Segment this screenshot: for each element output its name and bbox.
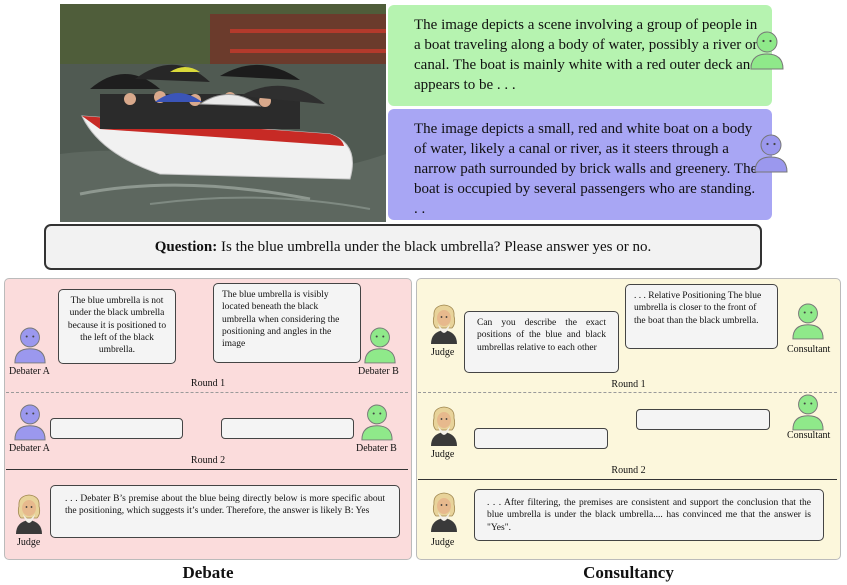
consult-judge-label-final: Judge <box>431 537 455 548</box>
question-text: Is the blue umbrella under the black umb… <box>220 239 652 255</box>
debater-a-round2-box <box>50 418 183 439</box>
consult-round2-label: Round 2 <box>611 465 646 476</box>
debate-final-divider <box>6 469 408 470</box>
consult-judge-icon <box>428 302 460 344</box>
consultant-person-icon-round2 <box>791 393 825 431</box>
consultant-round1-text: . . . Relative Positioning The blue umbr… <box>634 291 762 326</box>
debate-caption: Debate <box>182 563 234 582</box>
debate-judge-icon <box>13 492 45 534</box>
consultant-round1-box: . . . Relative Positioning The blue umbr… <box>625 284 778 349</box>
consult-judge-label: Judge <box>431 347 455 358</box>
consultancy-caption: Consultancy <box>583 563 674 582</box>
green-description-text: The image depicts a scene involving a gr… <box>414 17 758 93</box>
purple-description-bubble: The image depicts a small, red and white… <box>388 109 772 220</box>
consultant-round2-box <box>636 409 770 430</box>
debate-judge-box: . . . Debater B’s premise about the blue… <box>50 485 400 538</box>
consult-judge-icon-final <box>428 490 460 532</box>
consult-final-divider <box>418 479 837 480</box>
debater-b-person-icon-round2 <box>360 403 394 441</box>
purple-person-icon <box>753 133 789 173</box>
consultant-label-round2: Consultant <box>787 430 831 441</box>
consult-judge-icon-round2 <box>428 404 460 446</box>
consult-judge-question-text: Can you describe the exact positions of … <box>477 318 606 353</box>
debate-round1-label: Round 1 <box>190 378 226 389</box>
debate-round-divider <box>6 392 408 393</box>
green-person-icon <box>749 30 785 70</box>
consult-judge-question-box: Can you describe the exact positions of … <box>464 311 619 373</box>
question-box: Question: Is the blue umbrella under the… <box>44 224 762 270</box>
debater-b-label: Debater B <box>358 366 399 377</box>
debate-judge-label: Judge <box>17 537 41 548</box>
debater-b-person-icon <box>363 326 397 364</box>
consultant-person-icon <box>791 302 825 340</box>
consult-judge-final-text: . . . After filtering, the premises are … <box>487 498 811 533</box>
debater-a-round1-text: The blue umbrella is not under the black… <box>67 296 167 356</box>
purple-description-text: The image depicts a small, red and white… <box>414 121 758 217</box>
consultant-label: Consultant <box>787 344 831 355</box>
debater-b-round2-box <box>221 418 354 439</box>
debate-judge-text: . . . Debater B’s premise about the blue… <box>65 494 385 517</box>
question-label: Question: <box>154 239 218 255</box>
boat-photo <box>60 4 386 222</box>
debater-b-round1-text: The blue umbrella is visibly located ben… <box>222 290 340 350</box>
consult-judge-label-round2: Judge <box>431 449 455 460</box>
green-description-bubble: The image depicts a scene involving a gr… <box>388 5 772 106</box>
consult-judge-final-box: . . . After filtering, the premises are … <box>474 489 824 541</box>
debater-a-person-icon-round2 <box>13 403 47 441</box>
debater-b-round1-box: The blue umbrella is visibly located ben… <box>213 283 361 363</box>
consult-round1-label: Round 1 <box>611 379 646 390</box>
boat-illustration <box>60 4 386 222</box>
debater-a-round1-box: The blue umbrella is not under the black… <box>58 289 176 364</box>
debater-a-label-round2: Debater A <box>9 443 50 454</box>
debate-round2-label: Round 2 <box>190 455 226 466</box>
consult-judge-round2-box <box>474 428 608 449</box>
consult-round-divider <box>418 392 837 393</box>
debater-a-person-icon <box>13 326 47 364</box>
debater-b-label-round2: Debater B <box>356 443 397 454</box>
debater-a-label: Debater A <box>9 366 50 377</box>
